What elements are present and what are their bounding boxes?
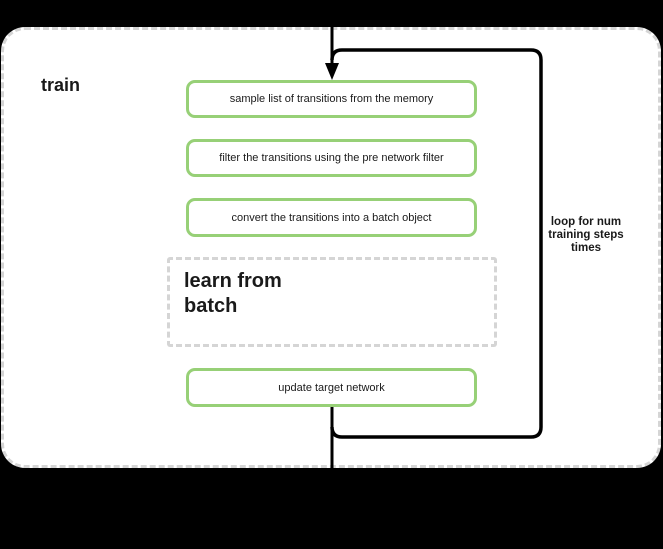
learn-from-batch-label: learn from batch bbox=[184, 270, 282, 317]
step-label: sample list of transitions from the memo… bbox=[229, 93, 434, 105]
learn-from-batch-group: learn from batch bbox=[167, 257, 497, 347]
step-label: convert the transitions into a batch obj… bbox=[231, 211, 432, 224]
train-group-label: train bbox=[41, 75, 81, 95]
step-update-target-network: update target network bbox=[186, 368, 477, 407]
step-convert-to-batch: convert the transitions into a batch obj… bbox=[186, 198, 477, 237]
step-sample-transitions: sample list of transitions from the memo… bbox=[186, 80, 477, 118]
step-label: filter the transitions using the pre net… bbox=[219, 152, 444, 164]
step-filter-transitions: filter the transitions using the pre net… bbox=[186, 139, 477, 177]
loop-annotation: loop for num training steps times bbox=[548, 216, 624, 254]
step-label: update target network bbox=[278, 381, 385, 394]
